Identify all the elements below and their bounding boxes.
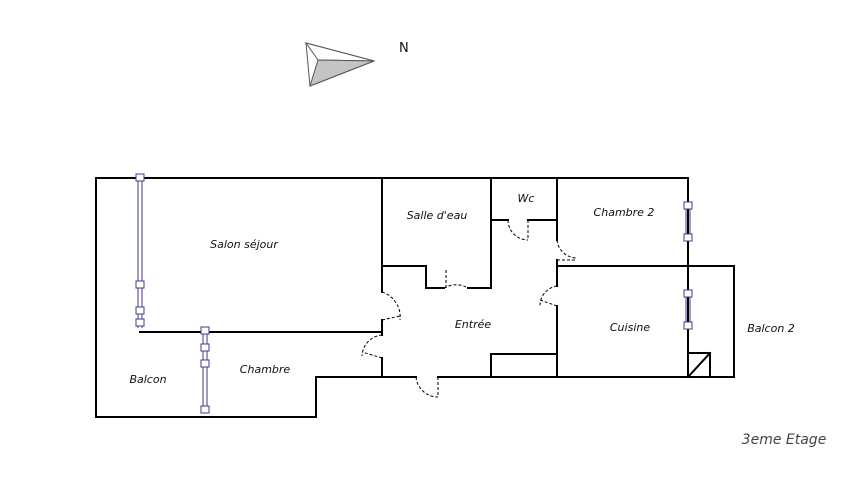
- room-label-salle-d-eau: Salle d'eau: [407, 209, 468, 222]
- room-label-balcon-2: Balcon 2: [747, 322, 795, 335]
- floor-level-label: 3eme Etage: [742, 432, 827, 448]
- room-label-entree: Entrée: [455, 318, 492, 331]
- north-label: N: [399, 41, 409, 56]
- room-label-chambre-2: Chambre 2: [594, 206, 655, 219]
- balcon-2-outline: [686, 265, 735, 379]
- room-label-chambre: Chambre: [240, 363, 291, 376]
- room-label-balcon: Balcon: [129, 373, 166, 386]
- doors: [361, 219, 578, 398]
- windows: [135, 173, 693, 414]
- room-label-wc: Wc: [518, 192, 535, 205]
- interior-walls: [139, 177, 689, 378]
- outer-walls: [95, 177, 689, 418]
- room-label-salon-sejour: Salon séjour: [210, 238, 279, 251]
- room-label-cuisine: Cuisine: [610, 321, 650, 334]
- north-arrow-icon: [304, 42, 376, 87]
